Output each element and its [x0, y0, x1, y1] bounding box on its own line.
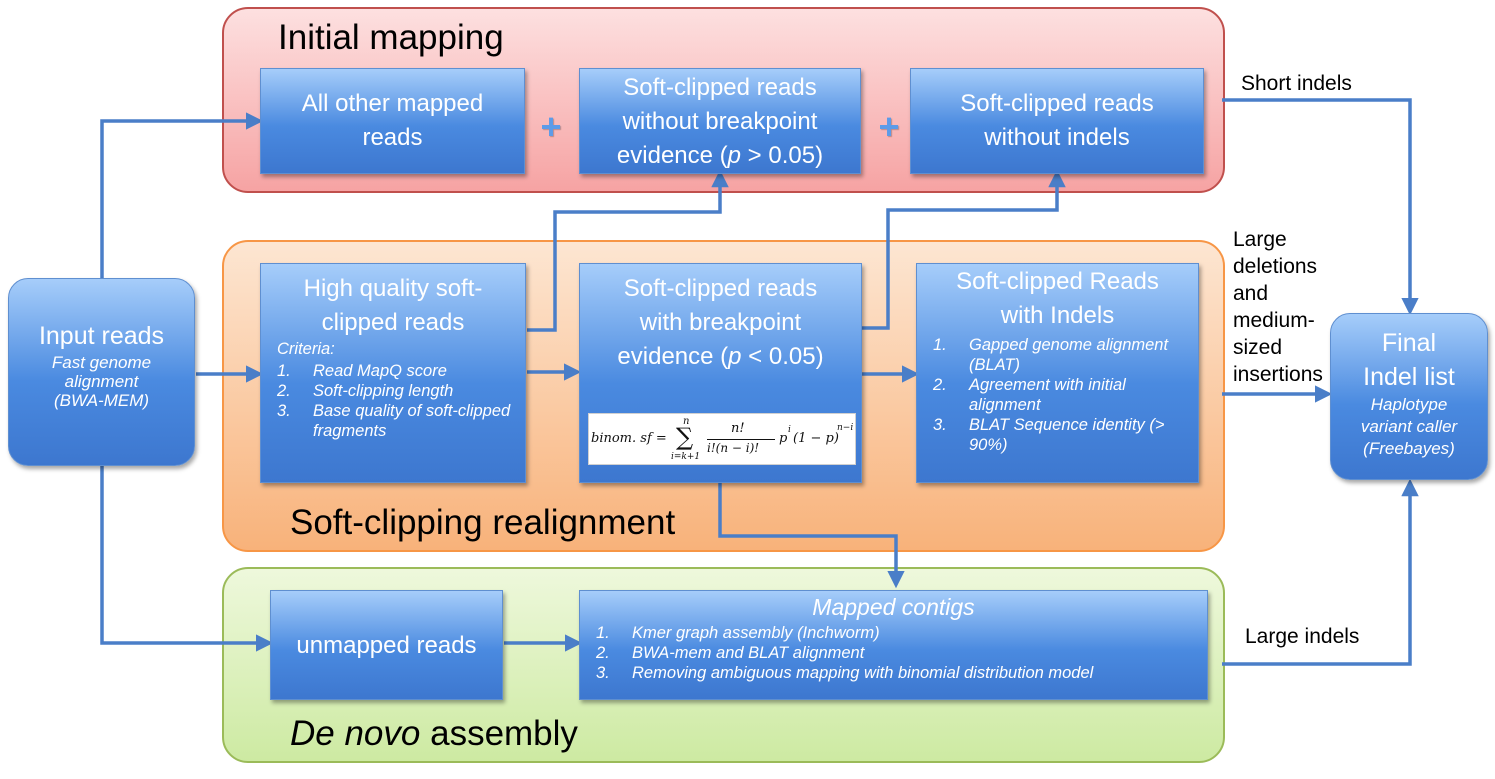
contig-step: 3.Removing ambiguous mapping with binomi…: [596, 664, 1094, 682]
de-novo-assembly-title: De novo assembly: [290, 714, 578, 753]
short-indels-label: Short indels: [1241, 72, 1352, 95]
criteria-item: 1.Read MapQ score: [277, 362, 447, 380]
box-line: Soft-clipped Reads: [956, 268, 1159, 295]
all-other-mapped-reads-box: All other mapped reads: [260, 68, 525, 174]
criteria-item: 3.BLAT Sequence identity (> 90%): [933, 416, 1165, 454]
input-reads-title: Input reads: [38, 322, 165, 350]
arrow-denovo-to-final: [1222, 478, 1419, 666]
input-reads-box: Input reads Fast genome alignment (BWA-M…: [8, 278, 195, 466]
soft-clipping-realignment-title: Soft-clipping realignment: [290, 503, 676, 542]
criteria-item: 3.Base quality of soft-clipped fragments: [277, 402, 511, 440]
soft-clipped-no-indels-box: Soft-clipped reads without indels: [910, 68, 1204, 174]
arrow-input-to-mapped: [100, 112, 264, 278]
contig-step: 1.Kmer graph assembly (Inchworm): [596, 624, 880, 642]
input-reads-sub1: Fast genome: [51, 353, 152, 372]
large-indels-label: Large indels: [1245, 625, 1360, 648]
box-line: Final: [1381, 329, 1437, 357]
large-deletions-label: Large deletions and medium- sized insert…: [1233, 228, 1323, 386]
criteria-item: 1.Gapped genome alignment (BLAT): [933, 336, 1169, 374]
input-reads-sub3: (BWA-MEM): [53, 391, 150, 410]
mapped-contigs-title: Mapped contigs: [812, 594, 975, 620]
high-quality-soft-clipped-box: High quality soft- clipped reads Criteri…: [260, 263, 526, 483]
box-line: with Indels: [1000, 302, 1115, 329]
box-line: variant caller: [1360, 417, 1458, 436]
soft-clipped-with-indels-box: Soft-clipped Reads with Indels 1.Gapped …: [916, 263, 1199, 483]
arrow-mapping-to-final: [1222, 98, 1419, 316]
box-line: without indels: [984, 124, 1130, 151]
box-line: with breakpoint: [639, 309, 802, 336]
criteria-list: 1.Read MapQ score 2.Soft-clipping length…: [277, 361, 525, 441]
arrow-break-to-contigs: [718, 482, 905, 589]
mapped-contigs-box: Mapped contigs 1.Kmer graph assembly (In…: [579, 590, 1208, 700]
box-line: without breakpoint: [622, 108, 818, 135]
contig-step: 2.BWA-mem and BLAT alignment: [596, 644, 865, 662]
box-line: Soft-clipped reads: [623, 275, 818, 302]
box-line: evidence (p < 0.05): [617, 343, 824, 370]
box-line: unmapped reads: [296, 632, 477, 659]
box-line: reads: [362, 124, 423, 151]
box-line: (Freebayes): [1363, 439, 1455, 458]
soft-clipped-no-breakpoint-box: Soft-clipped reads without breakpoint ev…: [579, 68, 861, 174]
initial-mapping-title: Initial mapping: [278, 18, 504, 57]
arrow-hq-to-nobreak: [527, 169, 729, 332]
criteria-item: 2.Agreement with initial alignment: [933, 376, 1126, 414]
arrow-input-to-unmapped: [100, 466, 274, 652]
box-line: evidence (p > 0.05): [616, 142, 824, 169]
box-line: clipped reads: [321, 309, 465, 336]
indel-criteria-list: 1.Gapped genome alignment (BLAT) 2.Agree…: [933, 335, 1190, 455]
box-line: High quality soft-: [303, 275, 483, 302]
plus-icon: +: [878, 106, 900, 147]
arrow-break-to-noindel: [862, 169, 1066, 330]
box-line: All other mapped: [301, 90, 484, 117]
input-reads-sub2: alignment: [64, 372, 139, 391]
final-indel-list-box: Final Indel list Haplotype variant calle…: [1330, 313, 1488, 480]
plus-icon: +: [540, 106, 562, 147]
criteria-label: Criteria:: [277, 340, 335, 358]
criteria-item: 2.Soft-clipping length: [277, 382, 454, 400]
box-line: Soft-clipped reads: [623, 74, 817, 101]
box-line: Haplotype: [1370, 395, 1448, 414]
box-line: Indel list: [1363, 363, 1455, 391]
unmapped-reads-box: unmapped reads: [270, 590, 503, 700]
box-line: Soft-clipped reads: [960, 90, 1154, 117]
binomial-formula: binom. sf = n ∑ i=k+1 n! i!(n − i)! p i …: [588, 413, 856, 465]
contig-steps-list: 1.Kmer graph assembly (Inchworm) 2.BWA-m…: [596, 623, 1207, 683]
